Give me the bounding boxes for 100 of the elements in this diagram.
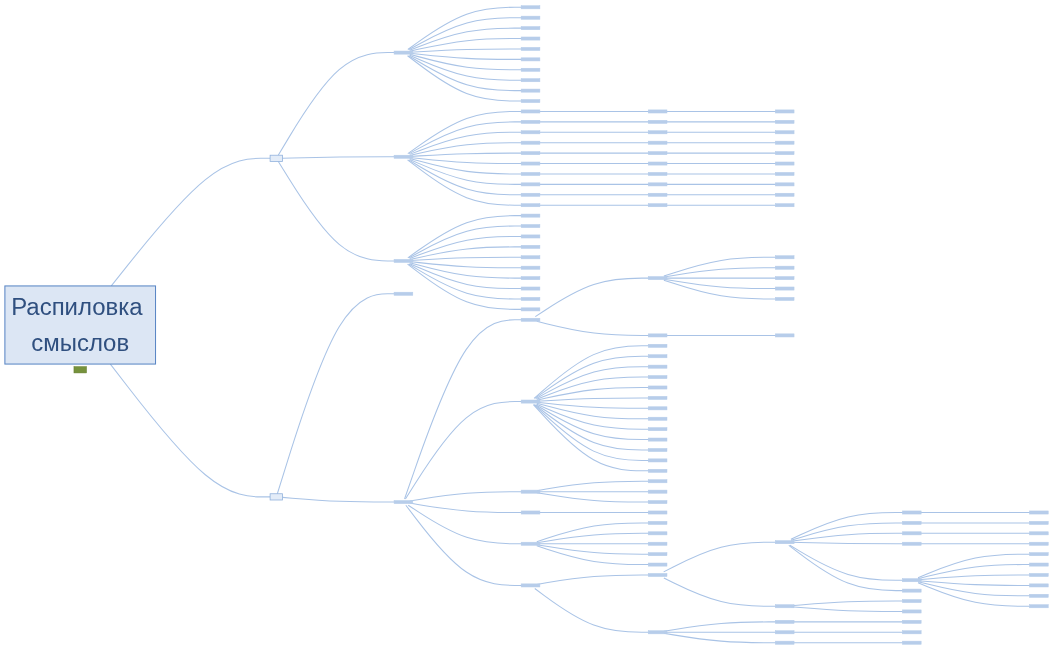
node-bar [1029,531,1049,536]
node-bar [647,500,668,504]
node-bar [520,276,541,280]
node-bar [775,140,795,145]
node-bar [1029,510,1049,515]
node-bar [775,120,795,124]
node-bar [647,489,668,494]
node-bar [647,406,668,411]
node-bar [647,161,668,166]
node-bar [902,640,922,645]
node-bar [775,255,795,260]
node-bar [902,599,922,603]
node-bar [520,15,541,20]
connector [109,363,271,498]
node-bar [775,151,795,155]
node-bar [902,609,922,614]
node-bar [647,276,668,280]
node-bar [520,120,541,124]
node-bar [902,531,922,536]
node-bar [393,259,414,263]
node-bar [647,562,668,567]
node-bar [520,151,541,155]
node-bar [520,5,541,10]
node-bar [647,552,668,556]
node-bar [393,50,414,55]
node-bar [775,620,795,624]
node-bar [647,120,668,124]
node-box [269,154,283,162]
node-bar [647,364,668,369]
node-bar [520,26,541,30]
node-bar [647,333,668,338]
node-bar [647,448,668,452]
node-bar [775,130,795,135]
node-bar [393,291,414,296]
node-bar [647,354,668,359]
node-bar [393,500,414,504]
node-bar [647,427,668,431]
node-bar [520,78,541,83]
node-bar [520,99,541,103]
node-box [73,366,87,374]
node-bar [647,375,668,379]
node-bar [520,307,541,312]
node-bar [520,489,541,494]
node-bar [775,286,795,291]
node-bar [520,130,541,135]
node-bar [775,203,795,208]
node-bar [520,140,541,145]
node-bar [647,437,668,442]
node-bar [520,88,541,93]
node-bar [902,578,922,583]
node-bar [775,333,795,338]
node-bar [520,47,541,51]
node-bar [1029,562,1049,567]
node-bar [520,317,541,322]
node-bar [647,416,668,421]
node-bar [647,192,668,197]
node-bar [647,344,668,348]
node-bar [647,469,668,473]
node-bar [647,510,668,515]
node-bar [520,297,541,301]
node-bar [647,541,668,546]
node-bar [647,630,668,635]
node-bar [1029,552,1049,556]
node-bar [902,588,922,593]
node-bar [775,640,795,645]
node-bar [1029,594,1049,598]
node-bar [647,573,668,577]
node-bar [775,109,795,114]
node-bar [647,140,668,145]
node-bar [647,458,668,463]
node-bar [775,630,795,635]
node-bar [775,604,795,609]
node-bar [775,172,795,176]
node-bar [647,172,668,176]
node-bar [647,109,668,114]
node-bar [775,192,795,197]
node-bar [775,276,795,280]
node-bar [647,182,668,187]
node-bar [902,521,922,525]
node-bar [902,620,922,624]
node-bar [520,182,541,187]
node-bar [520,510,541,515]
node-bar [520,213,541,218]
node-bar [520,255,541,260]
node-bar [647,130,668,135]
node-bar [1029,541,1049,546]
node-bar [520,399,541,404]
node-bar [647,479,668,484]
node-bar [520,36,541,41]
node-bar [775,297,795,301]
node-bar [520,67,541,72]
node-bar [902,541,922,546]
node-bar [647,151,668,155]
node-bar [393,154,414,159]
node-bar [775,540,795,544]
node-bar [520,203,541,208]
node-bar [647,396,668,400]
node-bar [902,630,922,635]
connector [110,157,271,287]
node-bar [520,224,541,228]
